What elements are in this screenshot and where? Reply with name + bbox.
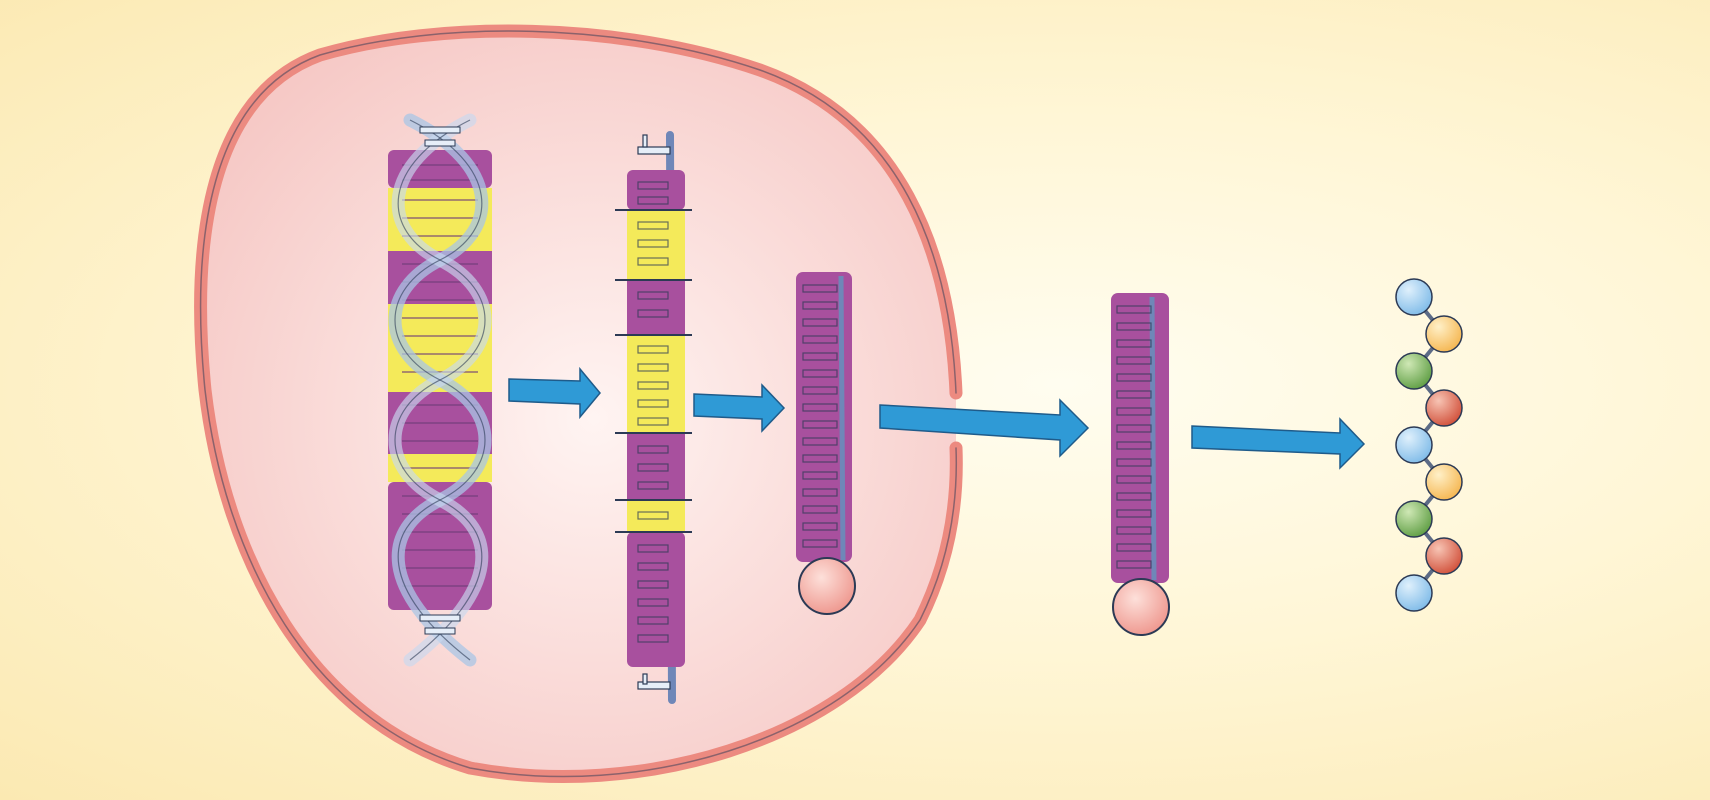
amino-acid-red bbox=[1425, 389, 1463, 427]
amino-acid-green bbox=[1395, 352, 1433, 390]
cytoplasmic-mrna-icon bbox=[1111, 293, 1170, 636]
process-arrow-icon bbox=[879, 398, 1090, 458]
amino-acid-blue bbox=[1395, 574, 1433, 612]
intron-band bbox=[627, 335, 685, 433]
process-arrow-icon bbox=[508, 366, 601, 420]
amino-acid-blue bbox=[1395, 426, 1433, 464]
amino-acid-blue bbox=[1395, 278, 1433, 316]
intron-band bbox=[627, 210, 685, 280]
pre-mrna-strand-icon bbox=[615, 131, 692, 704]
amino-acid-orange bbox=[1425, 463, 1463, 501]
amino-acid-green bbox=[1395, 500, 1433, 538]
exon-band bbox=[627, 280, 685, 335]
cap-icon bbox=[1112, 578, 1170, 636]
amino-acid-red bbox=[1425, 537, 1463, 575]
intron-band bbox=[627, 500, 685, 532]
dna-double-helix-icon bbox=[388, 113, 492, 667]
exon-band bbox=[627, 433, 685, 500]
amino-acid-orange bbox=[1425, 315, 1463, 353]
process-arrow-icon bbox=[693, 383, 786, 433]
process-arrow-icon bbox=[1191, 417, 1366, 470]
cap-icon bbox=[798, 557, 856, 615]
mature-mrna-icon bbox=[796, 272, 856, 615]
amino-acid-chain-icon bbox=[1395, 278, 1463, 612]
exon-band bbox=[627, 170, 685, 210]
